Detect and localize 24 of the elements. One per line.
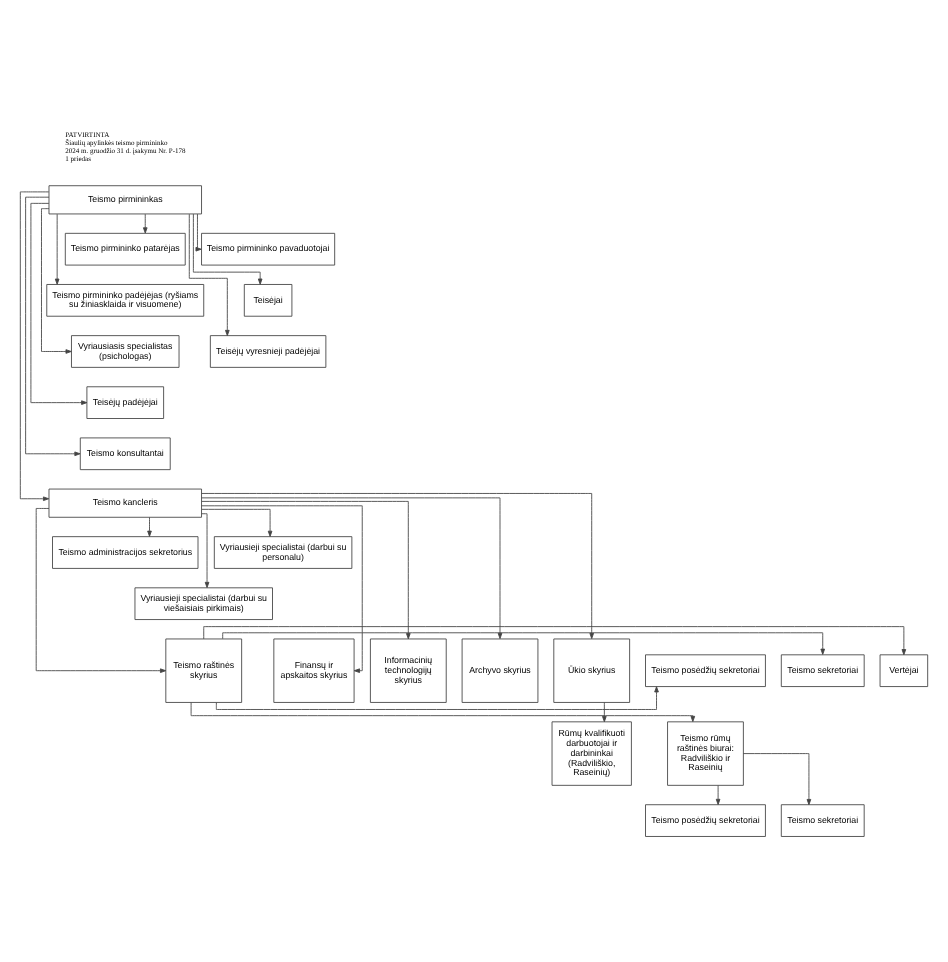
arrow xyxy=(190,701,696,722)
arrow xyxy=(201,499,411,639)
arrow xyxy=(35,507,167,672)
arrow xyxy=(203,625,907,655)
arrow xyxy=(201,492,594,639)
arrow xyxy=(41,207,72,353)
arrow xyxy=(30,201,88,404)
arrow xyxy=(19,190,50,501)
arrow xyxy=(201,512,210,588)
arrow xyxy=(195,212,202,251)
arrow xyxy=(54,212,60,284)
arrow xyxy=(188,212,230,336)
arrow xyxy=(192,212,263,284)
arrow xyxy=(742,752,812,805)
arrow xyxy=(215,685,659,709)
arrow xyxy=(222,631,826,654)
arrow xyxy=(602,701,607,722)
arrow xyxy=(25,195,81,456)
arrow xyxy=(715,784,721,804)
arrow xyxy=(201,507,273,536)
arrow xyxy=(201,504,363,672)
arrow xyxy=(142,212,148,233)
arrow xyxy=(201,496,503,639)
arrow xyxy=(147,516,152,536)
